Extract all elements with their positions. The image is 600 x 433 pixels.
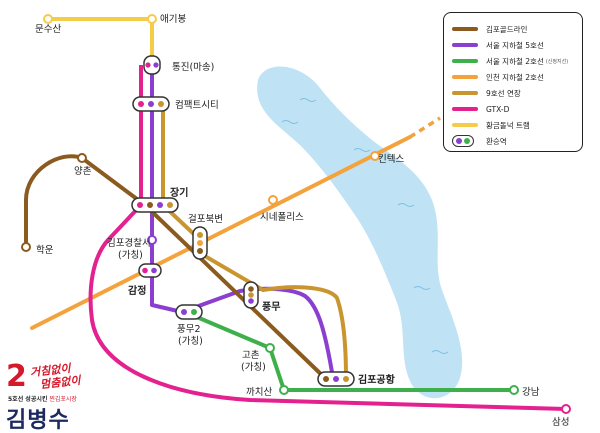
- legend-swatch: [452, 43, 478, 47]
- legend-label: 9호선 연장: [486, 88, 521, 98]
- line9-extension: [161, 105, 348, 379]
- station-cinema-polis: [268, 195, 278, 205]
- seoul-line2-branch: [184, 310, 514, 392]
- label-compact-city: 컴팩트시티: [175, 99, 219, 111]
- station-gangnam: [509, 385, 519, 395]
- legend-transfer: 환승역: [452, 135, 507, 147]
- station-hakun: [21, 242, 31, 252]
- label-yangchon: 양촌: [74, 166, 92, 177]
- legend-item: 인천 지하철 2호선: [452, 71, 544, 83]
- legend-label: 황금돌넉 트램: [486, 120, 530, 130]
- legend-item: 서울 지하철 5호선: [452, 39, 544, 51]
- label-kintex: 킨텍스: [378, 154, 404, 165]
- slogan-line3-a: 5호선 성공시킨: [8, 396, 48, 403]
- river: [257, 66, 463, 399]
- incheon-line2-extension: [409, 116, 441, 139]
- legend-swatch: [452, 27, 478, 31]
- legend-label: 김포골드라인: [486, 24, 528, 34]
- label-samseong: 삼성: [552, 417, 569, 428]
- label-gochon-sub: (가칭): [241, 362, 266, 373]
- legend-transfer-label: 환승역: [486, 136, 507, 146]
- slogan-line3: 5호선 성공시킨 찐김포시장: [8, 394, 77, 403]
- label-aegibong: 애기봉: [160, 14, 186, 25]
- transfer-tongjin: [143, 55, 161, 75]
- station-gochon: [265, 343, 275, 353]
- label-geolpo-north: 걸포북변: [188, 213, 223, 225]
- label-gochon: 고촌: [242, 350, 260, 361]
- station-kkachisan: [279, 385, 289, 395]
- station-munsusan: [43, 14, 53, 24]
- transfer-janggi: [131, 197, 179, 213]
- label-pungmu2-sub: (가칭): [178, 336, 203, 347]
- label-gimpo-airport: 김포공항: [358, 373, 396, 386]
- legend-item: 황금돌넉 트램: [452, 119, 530, 131]
- legend-item: 9호선 연장: [452, 87, 521, 99]
- legend-label: 서울 지하철 2호선: [486, 56, 544, 66]
- legend-label: 서울 지하철 5호선: [486, 40, 544, 50]
- legend-swatch: [452, 91, 478, 95]
- label-munsusan: 문수산: [35, 24, 61, 35]
- station-markers: [21, 14, 571, 414]
- station-police: [147, 235, 157, 245]
- campaign-badge: 2 거침없이 멈춤없이 5호선 성공시킨 찐김포시장 김병수: [4, 359, 114, 433]
- label-pungmu: 풍무: [262, 301, 280, 313]
- slogan-line3-b: 찐김포시장: [49, 396, 77, 403]
- transfer-compact-city: [132, 96, 170, 112]
- gtx-d-line: [88, 65, 567, 411]
- label-tongjin: 통진(마송): [172, 62, 214, 73]
- candidate-name: 김병수: [6, 408, 70, 433]
- station-kintex: [370, 151, 380, 161]
- legend-swatch: [452, 75, 478, 79]
- transfer-geolpo-north: [192, 226, 208, 260]
- label-janggi: 장기: [170, 186, 188, 199]
- legend-swatch: [452, 59, 478, 63]
- legend-note: (신정지선): [545, 58, 569, 65]
- label-hakun: 학운: [36, 245, 54, 256]
- station-aegibong: [147, 14, 157, 24]
- transfer-symbol: [452, 135, 474, 147]
- transfer-pungmu2: [175, 304, 203, 320]
- legend-label: GTX-D: [486, 104, 510, 114]
- label-pungmu2: 풍무2: [177, 324, 201, 335]
- label-gamjeong: 감정: [128, 284, 146, 297]
- transfer-gimpo-airport: [317, 371, 355, 387]
- legend-item: 김포골드라인: [452, 23, 527, 35]
- incheon-line2: [30, 135, 412, 330]
- slogan-line2: 멈춤없이: [39, 373, 82, 392]
- legend-label: 인천 지하철 2호선: [486, 72, 544, 82]
- label-kkachisan: 까치산: [246, 386, 272, 398]
- station-samseong: [561, 404, 571, 414]
- legend-item: 서울 지하철 2호선 (신정지선): [452, 55, 568, 67]
- station-yangchon: [77, 153, 87, 163]
- legend-swatch: [452, 123, 478, 127]
- transfer-gamjeong: [138, 263, 162, 278]
- transfer-pungmu: [243, 281, 259, 309]
- legend-swatch: [452, 107, 478, 111]
- label-gangnam: 강남: [522, 387, 540, 398]
- legend-item: GTX-D: [452, 103, 509, 115]
- label-cinema-polis: 시네폴리스: [260, 212, 304, 223]
- label-police: 김포경찰서: [107, 237, 151, 249]
- golden-tram-line: [48, 17, 154, 60]
- river-waves: [281, 98, 449, 354]
- legend: 김포골드라인 서울 지하철 5호선 서울 지하철 2호선 (신정지선) 인천 지…: [443, 12, 583, 152]
- label-police-sub: (가칭): [118, 250, 143, 261]
- candidate-number: 2: [6, 359, 27, 394]
